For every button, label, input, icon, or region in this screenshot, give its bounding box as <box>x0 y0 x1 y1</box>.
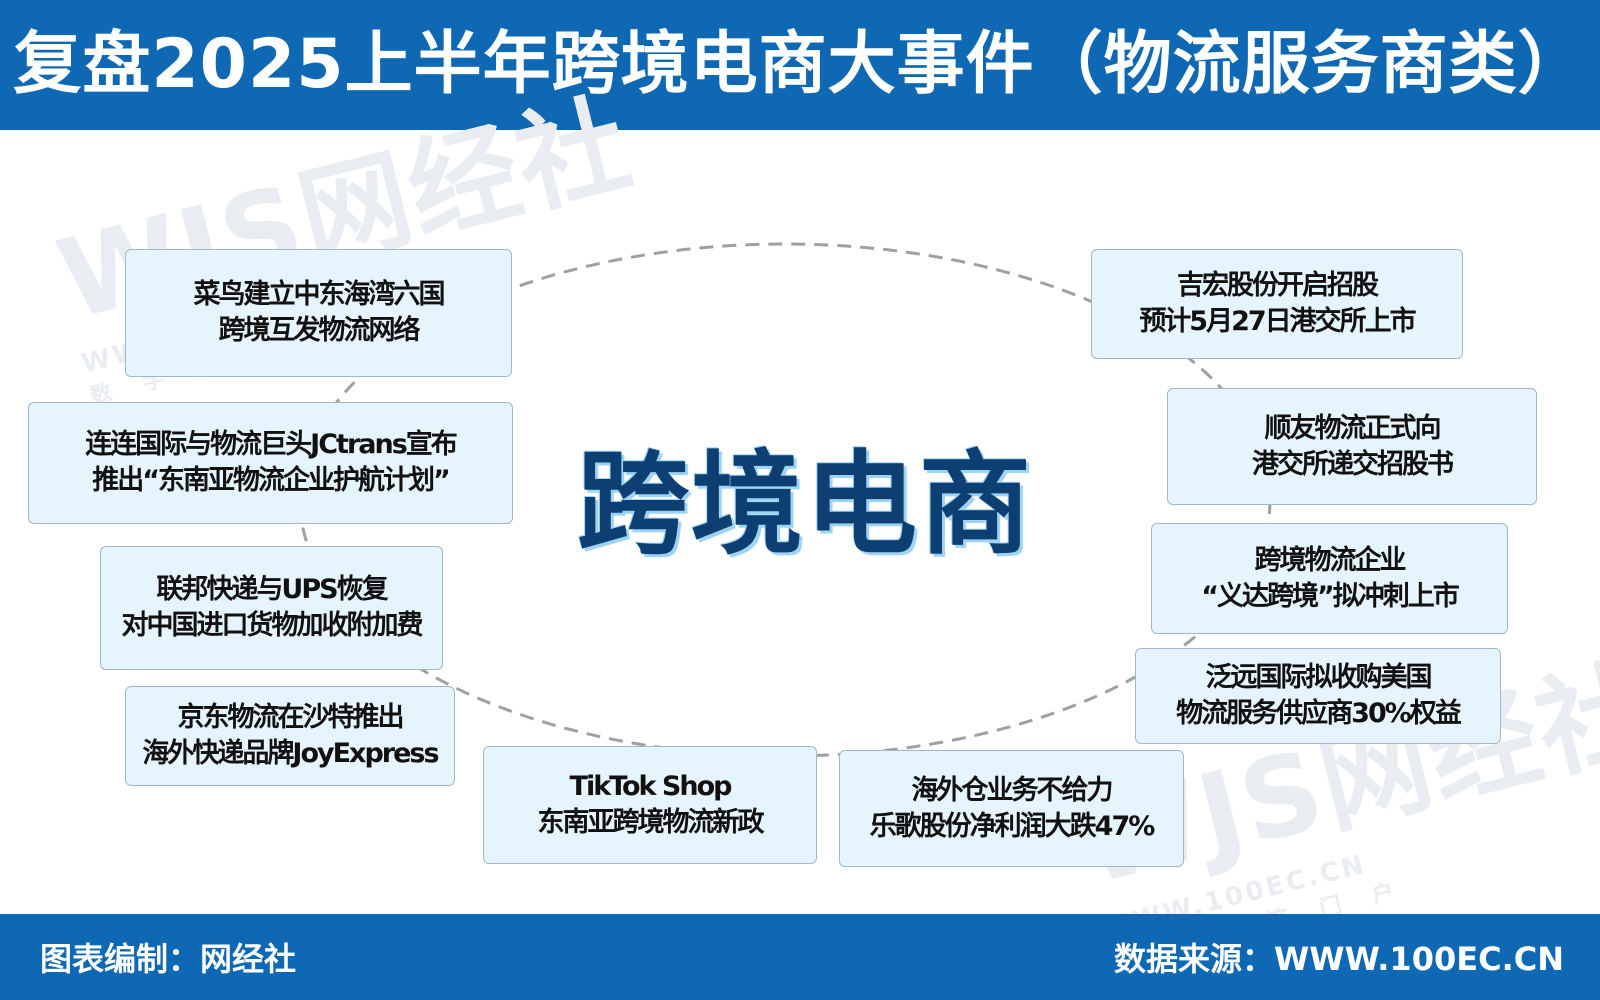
event-yida: 跨境物流企业 “义达跨境”拟冲刺上市 <box>1151 523 1508 634</box>
footer-credit: 图表编制：网经社 <box>40 940 297 978</box>
page-title: 复盘2025上半年跨境电商大事件（物流服务商类） <box>13 25 1587 104</box>
event-lianlian: 连连国际与物流巨头JCtrans宣布 推出“东南亚物流企业护航计划” <box>28 402 513 524</box>
event-line: 顺友物流正式向 <box>1264 412 1442 444</box>
event-tiktok: TikTok Shop 东南亚跨境物流新政 <box>483 746 817 864</box>
event-line: 联邦快递与UPS恢复 <box>156 574 388 606</box>
event-line: 连连国际与物流巨头JCtrans宣布 <box>85 429 458 461</box>
event-line: 菜鸟建立中东海湾六国 <box>193 279 446 311</box>
event-lege: 海外仓业务不给力 乐歌股份净利润大跌47% <box>839 750 1184 867</box>
event-line: 东南亚跨境物流新政 <box>537 807 765 838</box>
event-line: 吉宏股份开启招股 <box>1177 270 1379 302</box>
event-line: 预计5月27日港交所上市 <box>1139 306 1416 337</box>
event-jd: 京东物流在沙特推出 海外快递品牌JoyExpress <box>125 686 455 786</box>
event-line: 泛远国际拟收购美国 <box>1205 662 1433 694</box>
footer-banner: 图表编制：网经社 数据来源：WWW.100EC.CN <box>0 914 1600 1000</box>
event-fanyuan: 泛远国际拟收购美国 物流服务供应商30%权益 <box>1135 648 1501 744</box>
event-line: 跨境物流企业 <box>1254 544 1407 576</box>
event-line: 对中国进口货物加收附加费 <box>121 610 424 641</box>
event-cainiao: 菜鸟建立中东海湾六国 跨境互发物流网络 <box>125 249 512 377</box>
header-banner: 复盘2025上半年跨境电商大事件（物流服务商类） <box>0 0 1600 130</box>
event-line: 乐歌股份净利润大跌47% <box>869 810 1156 842</box>
center-title: 跨境电商 <box>577 440 1033 570</box>
event-line: 海外仓业务不给力 <box>911 774 1114 806</box>
event-jihong: 吉宏股份开启招股 预计5月27日港交所上市 <box>1091 249 1463 359</box>
event-line: TikTok Shop <box>569 771 733 803</box>
event-shunyou: 顺友物流正式向 港交所递交招股书 <box>1167 388 1537 505</box>
event-line: 京东物流在沙特推出 <box>177 702 405 734</box>
event-fedex: 联邦快递与UPS恢复 对中国进口货物加收附加费 <box>100 546 443 670</box>
footer-source: 数据来源：WWW.100EC.CN <box>1113 940 1564 978</box>
event-line: 推出“东南亚物流企业护航计划” <box>92 465 450 496</box>
event-line: 港交所递交招股书 <box>1252 448 1454 480</box>
event-line: 物流服务供应商30%权益 <box>1176 698 1462 729</box>
event-line: 跨境互发物流网络 <box>218 315 421 346</box>
event-line: “义达跨境”拟冲刺上市 <box>1201 580 1459 612</box>
event-line: 海外快递品牌JoyExpress <box>142 738 439 769</box>
